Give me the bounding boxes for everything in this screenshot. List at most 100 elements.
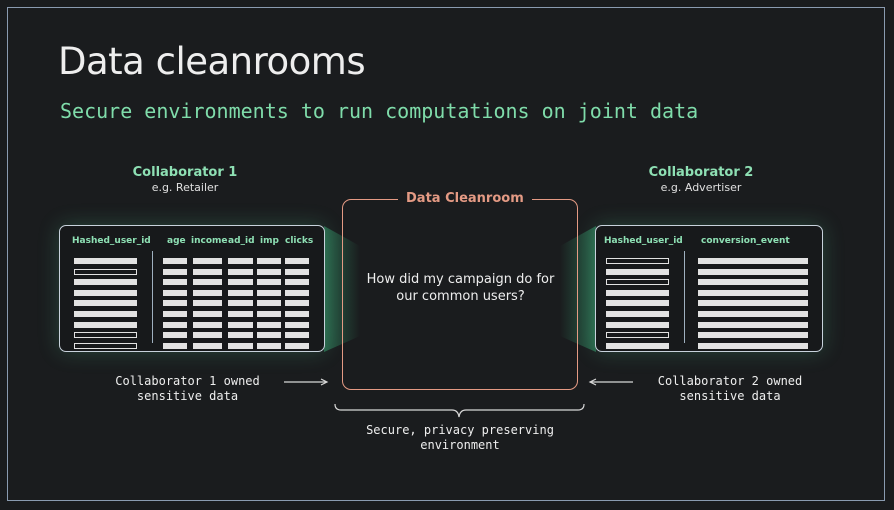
table-cell <box>606 332 669 339</box>
left-arrow-head <box>320 378 329 386</box>
right-arrow-head <box>588 378 597 386</box>
collaborator-1-header: Collaborator 1 e.g. Retailer <box>85 165 285 194</box>
table-cell <box>698 258 808 264</box>
question-line: our common users? <box>396 289 525 304</box>
collaborator-1-table: Hashed_user_id age income ad_id imp clic… <box>59 225 325 352</box>
table-cell <box>698 311 808 317</box>
collaborator-2-name: Collaborator 2 <box>648 165 754 180</box>
table-cell <box>163 268 187 275</box>
table-cell <box>228 321 253 328</box>
table-cell <box>228 289 253 296</box>
table-cell <box>257 332 281 339</box>
collaborator-1-caption: Collaborator 1 owned sensitive data <box>100 374 275 404</box>
table-cell <box>163 289 187 296</box>
table-cell <box>193 321 222 328</box>
collaborator-2-caption: Collaborator 2 owned sensitive data <box>640 374 820 404</box>
column-header: clicks <box>285 236 314 246</box>
caption-line: Collaborator 1 owned <box>115 374 260 388</box>
table-cell <box>163 342 187 349</box>
table-cell <box>698 300 808 307</box>
table-cell <box>74 258 137 264</box>
column-header: age <box>167 236 186 246</box>
slide-frame <box>7 7 885 501</box>
collaborator-2-table: Hashed_user_id conversion_event <box>595 225 823 352</box>
table-cell <box>698 279 808 286</box>
table-cell <box>606 289 669 296</box>
caption-line: Secure, privacy preserving <box>366 423 554 437</box>
collaborator-2-header: Collaborator 2 e.g. Advertiser <box>601 165 801 194</box>
table-cell <box>285 332 309 339</box>
slide-title: Data cleanrooms <box>58 40 366 83</box>
column-header: Hashed_user_id <box>604 236 683 246</box>
table-cell <box>257 342 281 349</box>
table-cell <box>698 268 808 275</box>
table-cell <box>74 289 137 296</box>
table-cell <box>193 332 222 339</box>
column-header: ad_id <box>228 236 255 246</box>
table-cell <box>193 258 222 264</box>
table-cell <box>228 279 253 286</box>
table-cell <box>606 300 669 307</box>
table-cell <box>257 300 281 307</box>
collaborator-1-name: Collaborator 1 <box>132 165 238 180</box>
column-divider <box>684 251 685 343</box>
table-cell <box>228 258 253 264</box>
table-cell <box>74 321 137 328</box>
table-cell <box>606 311 669 317</box>
environment-caption: Secure, privacy preserving environment <box>340 423 580 453</box>
table-cell <box>257 268 281 275</box>
table-cell <box>606 342 669 349</box>
table-cell <box>193 311 222 317</box>
table-cell <box>257 321 281 328</box>
table-cell <box>193 289 222 296</box>
table-cell <box>74 332 137 339</box>
cleanroom-question: How did my campaign do for our common us… <box>348 271 573 305</box>
column-header: Hashed_user_id <box>72 236 151 246</box>
table-cell <box>606 268 669 275</box>
slide-subtitle: Secure environments to run computations … <box>60 99 699 123</box>
caption-line: sensitive data <box>136 389 239 403</box>
table-cell <box>257 289 281 296</box>
table-cell <box>698 332 808 339</box>
table-cell <box>257 311 281 317</box>
table-cell <box>606 279 669 286</box>
caption-line: environment <box>420 438 500 452</box>
table-cell <box>74 300 137 307</box>
table-cell <box>193 279 222 286</box>
table-cell <box>285 321 309 328</box>
table-cell <box>606 258 669 264</box>
table-cell <box>285 311 309 317</box>
question-line: How did my campaign do for <box>366 272 555 287</box>
table-cell <box>257 279 281 286</box>
table-cell <box>698 289 808 296</box>
table-cell <box>698 321 808 328</box>
table-cell <box>163 258 187 264</box>
cleanroom-label: Data Cleanroom <box>398 191 532 206</box>
caption-line: sensitive data <box>679 389 781 403</box>
collaborator-2-example: e.g. Advertiser <box>660 181 742 194</box>
table-cell <box>285 268 309 275</box>
table-cell <box>228 300 253 307</box>
table-cell <box>228 332 253 339</box>
table-cell <box>698 342 808 349</box>
table-cell <box>606 321 669 328</box>
collaborator-1-example: e.g. Retailer <box>151 181 219 194</box>
table-cell <box>193 300 222 307</box>
table-cell <box>285 289 309 296</box>
table-cell <box>163 311 187 317</box>
table-cell <box>74 342 137 349</box>
table-cell <box>257 258 281 264</box>
right-glow <box>560 226 596 352</box>
table-cell <box>163 300 187 307</box>
table-cell <box>228 311 253 317</box>
table-cell <box>193 342 222 349</box>
table-cell <box>285 342 309 349</box>
table-cell <box>228 342 253 349</box>
column-header: imp <box>260 236 279 246</box>
table-cell <box>285 279 309 286</box>
table-cell <box>285 300 309 307</box>
table-cell <box>163 332 187 339</box>
table-cell <box>74 279 137 286</box>
